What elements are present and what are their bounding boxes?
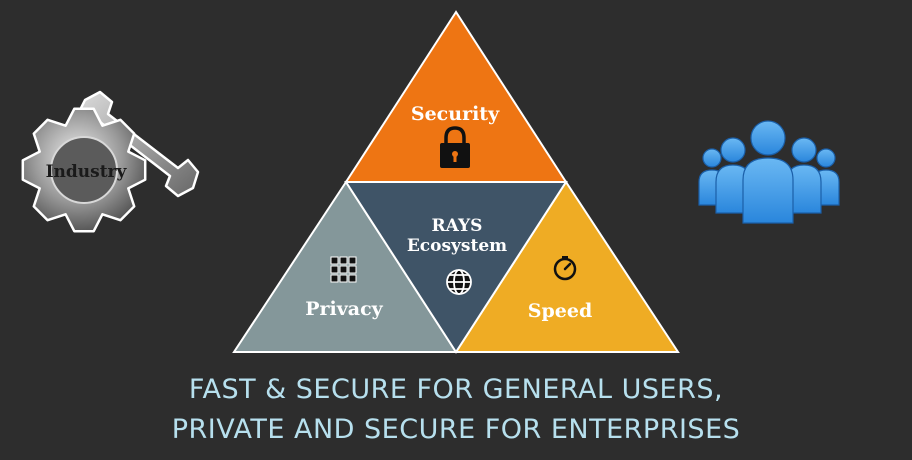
speed-label: Speed: [528, 300, 592, 322]
stopwatch-icon: [553, 256, 577, 281]
security-label: Security: [411, 103, 500, 125]
person-center-icon: [742, 120, 794, 224]
gear-icon: [21, 107, 147, 233]
caption-line-1: FAST & SECURE FOR GENERAL USERS,: [188, 374, 724, 405]
ecosystem-pyramid: [232, 10, 680, 354]
user-group-icon: [698, 120, 840, 224]
globe-icon: [446, 269, 472, 295]
gear-wrench-icon: Industry: [21, 90, 200, 233]
person-right-icon: [786, 137, 822, 214]
ecosystem-label: Ecosystem: [407, 236, 507, 256]
lock-icon: [440, 126, 470, 168]
industry-label: Industry: [46, 162, 128, 182]
rays-ecosystem-segment: [344, 181, 568, 354]
rays-label: RAYS: [432, 216, 483, 236]
privacy-label: Privacy: [305, 298, 383, 320]
grid-icon: [330, 256, 357, 283]
caption-line-2: PRIVATE AND SECURE FOR ENTERPRISES: [171, 414, 741, 445]
